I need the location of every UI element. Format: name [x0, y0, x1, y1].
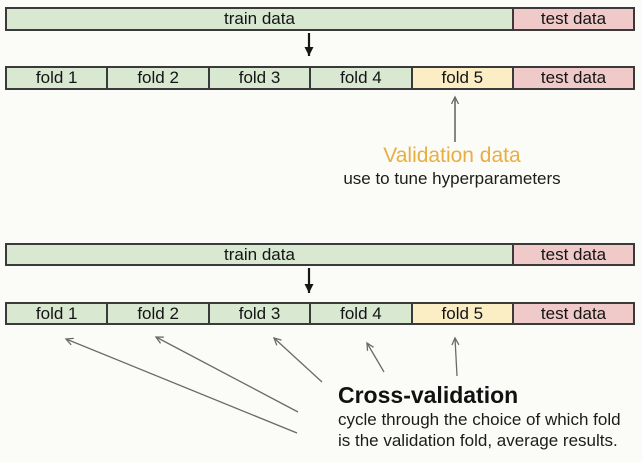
fold-3-label: fold 3 — [238, 304, 281, 323]
test-data-label: test data — [540, 9, 607, 28]
train-test-bar-top: train data test data — [5, 7, 635, 31]
fold-5-label: fold 5 — [441, 68, 484, 87]
test-data-cell: test data — [512, 245, 633, 264]
folds-bar-bottom: fold 1 fold 2 fold 3 fold 4 fold 5 test … — [5, 302, 635, 325]
test-data-label: test data — [540, 68, 607, 87]
fold-3-cell: fold 3 — [207, 304, 310, 323]
fold-5-validation-cell: fold 5 — [410, 68, 513, 88]
test-data-label: test data — [540, 245, 607, 264]
cv-arrow-fold-1 — [66, 339, 298, 434]
fold-3-cell: fold 3 — [207, 68, 310, 88]
test-data-cell: test data — [512, 68, 634, 88]
cv-arrow-fold-5 — [455, 338, 457, 377]
fold-4-cell: fold 4 — [309, 304, 411, 323]
fold-2-label: fold 2 — [137, 304, 179, 323]
fold-1-label: fold 1 — [35, 304, 78, 323]
folds-bar-top: fold 1 fold 2 fold 3 fold 4 fold 5 test … — [5, 66, 635, 90]
fold-1-label: fold 1 — [35, 68, 78, 87]
cv-arrow-fold-2 — [156, 337, 299, 413]
test-data-label: test data — [540, 304, 607, 323]
cross-validation-description-line-2: is the validation fold, average results. — [338, 431, 618, 450]
fold-1-cell: fold 1 — [7, 68, 107, 88]
cv-arrow-fold-4 — [367, 343, 385, 373]
fold-4-cell: fold 4 — [309, 68, 411, 88]
validation-data-title: Validation data — [383, 144, 521, 167]
fold-5-validation-cell: fold 5 — [410, 304, 513, 323]
cv-arrow-fold-3 — [274, 338, 323, 383]
cross-validation-description-line-1: cycle through the choice of which fold — [338, 410, 621, 429]
fold-4-label: fold 4 — [340, 68, 382, 87]
cross-validation-title: Cross-validation — [338, 382, 519, 408]
fold-2-cell: fold 2 — [106, 304, 208, 323]
fold-5-label: fold 5 — [441, 304, 484, 323]
fold-1-cell: fold 1 — [7, 304, 107, 323]
fold-2-cell: fold 2 — [106, 68, 208, 88]
test-data-cell: test data — [512, 9, 633, 29]
test-data-cell: test data — [512, 304, 634, 323]
train-data-cell: train data — [7, 245, 512, 264]
fold-4-label: fold 4 — [340, 304, 382, 323]
train-test-bar-bottom: train data test data — [5, 243, 635, 266]
fold-2-label: fold 2 — [137, 68, 179, 87]
fold-3-label: fold 3 — [238, 68, 281, 87]
train-data-cell: train data — [7, 9, 512, 29]
validation-data-subtitle: use to tune hyperparameters — [343, 169, 561, 188]
train-data-label: train data — [224, 9, 295, 28]
train-data-label: train data — [224, 245, 295, 264]
cross-validation-description: cycle through the choice of which fold i… — [338, 409, 621, 451]
